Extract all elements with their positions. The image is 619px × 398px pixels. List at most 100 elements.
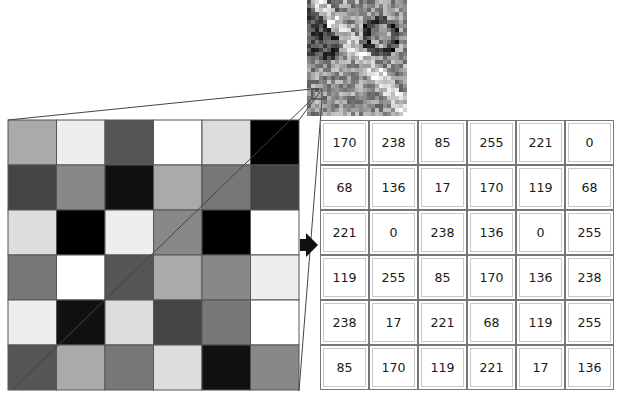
photo-pixel — [379, 48, 383, 52]
photo-pixel — [347, 100, 351, 104]
photo-pixel — [335, 60, 339, 64]
photo-pixel — [383, 44, 387, 48]
photo-pixel — [387, 108, 391, 112]
photo-pixel — [387, 88, 391, 92]
photo-pixel — [307, 44, 311, 48]
photo-pixel — [339, 72, 343, 76]
photo-pixel — [307, 32, 311, 36]
photo-pixel — [315, 28, 319, 32]
photo-pixel — [351, 12, 355, 16]
photo-pixel — [379, 84, 383, 88]
photo-pixel — [319, 36, 323, 40]
photo-pixel — [331, 24, 335, 28]
gray-pixel — [154, 120, 203, 165]
photo-pixel — [335, 20, 339, 24]
gray-pixel — [8, 165, 57, 210]
photo-pixel — [355, 40, 359, 44]
photo-pixel — [363, 24, 367, 28]
photo-pixel — [383, 72, 387, 76]
photo-pixel — [323, 36, 327, 40]
photo-pixel — [387, 0, 391, 4]
photo-pixel — [347, 112, 351, 116]
photo-pixel — [379, 36, 383, 40]
photo-pixel — [307, 12, 311, 16]
gray-pixel — [57, 210, 106, 255]
photo-pixel — [323, 112, 327, 116]
photo-pixel — [327, 48, 331, 52]
gray-pixel-grid — [8, 120, 299, 390]
photo-pixel — [339, 36, 343, 40]
photo-pixel — [375, 88, 379, 92]
photo-pixel — [319, 100, 323, 104]
photo-pixel — [391, 80, 395, 84]
photo-pixel — [347, 76, 351, 80]
photo-pixel — [387, 60, 391, 64]
photo-pixel — [315, 108, 319, 112]
photo-pixel — [375, 40, 379, 44]
photo-pixel — [319, 28, 323, 32]
photo-pixel — [307, 72, 311, 76]
photo-pixel — [395, 8, 399, 12]
photo-pixel — [351, 76, 355, 80]
photo-pixel — [375, 80, 379, 84]
photo-pixel — [359, 64, 363, 68]
photo-pixel — [403, 112, 407, 116]
photo-pixel — [339, 100, 343, 104]
photo-pixel — [355, 0, 359, 4]
photo-pixel — [391, 4, 395, 8]
photo-pixel — [403, 108, 407, 112]
photo-pixel — [371, 64, 375, 68]
photo-pixel — [351, 68, 355, 72]
photo-pixel — [339, 80, 343, 84]
gray-pixel — [105, 165, 154, 210]
photo-pixel — [391, 24, 395, 28]
photo-pixel — [347, 8, 351, 12]
photo-pixel — [379, 52, 383, 56]
photo-pixel — [331, 56, 335, 60]
photo-pixel — [343, 60, 347, 64]
photo-pixel — [363, 100, 367, 104]
gray-pixel — [105, 345, 154, 390]
photo-pixel — [403, 96, 407, 100]
photo-pixel — [319, 16, 323, 20]
photo-pixel — [359, 12, 363, 16]
photo-pixel — [387, 32, 391, 36]
photo-pixel — [339, 92, 343, 96]
photo-pixel — [311, 84, 315, 88]
photo-pixel — [315, 48, 319, 52]
photo-pixel — [315, 20, 319, 24]
table-cell: 17 — [516, 345, 565, 390]
gray-pixel — [202, 255, 251, 300]
photo-pixel — [391, 92, 395, 96]
photo-pixel — [395, 84, 399, 88]
photo-pixel — [339, 108, 343, 112]
photo-pixel — [391, 60, 395, 64]
photo-pixel — [307, 60, 311, 64]
photo-pixel — [335, 40, 339, 44]
photo-pixel — [343, 44, 347, 48]
photo-pixel — [331, 12, 335, 16]
photo-pixel — [371, 40, 375, 44]
photo-pixel — [403, 104, 407, 108]
photo-pixel — [339, 64, 343, 68]
photo-pixel — [399, 8, 403, 12]
photo-pixel — [383, 108, 387, 112]
gray-pixel — [251, 255, 300, 300]
photo-pixel — [355, 80, 359, 84]
photo-pixel — [319, 72, 323, 76]
photo-pixel — [355, 16, 359, 20]
photo-pixel — [343, 104, 347, 108]
photo-pixel — [379, 24, 383, 28]
photo-pixel — [403, 28, 407, 32]
photo-pixel — [323, 52, 327, 56]
photo-pixel — [331, 76, 335, 80]
photo-pixel — [335, 108, 339, 112]
photo-pixel — [359, 88, 363, 92]
photo-pixel — [331, 80, 335, 84]
photo-pixel — [327, 72, 331, 76]
gray-pixel — [8, 345, 57, 390]
photo-pixel — [343, 76, 347, 80]
photo-pixel — [327, 64, 331, 68]
photo-pixel — [327, 92, 331, 96]
photo-pixel — [331, 8, 335, 12]
